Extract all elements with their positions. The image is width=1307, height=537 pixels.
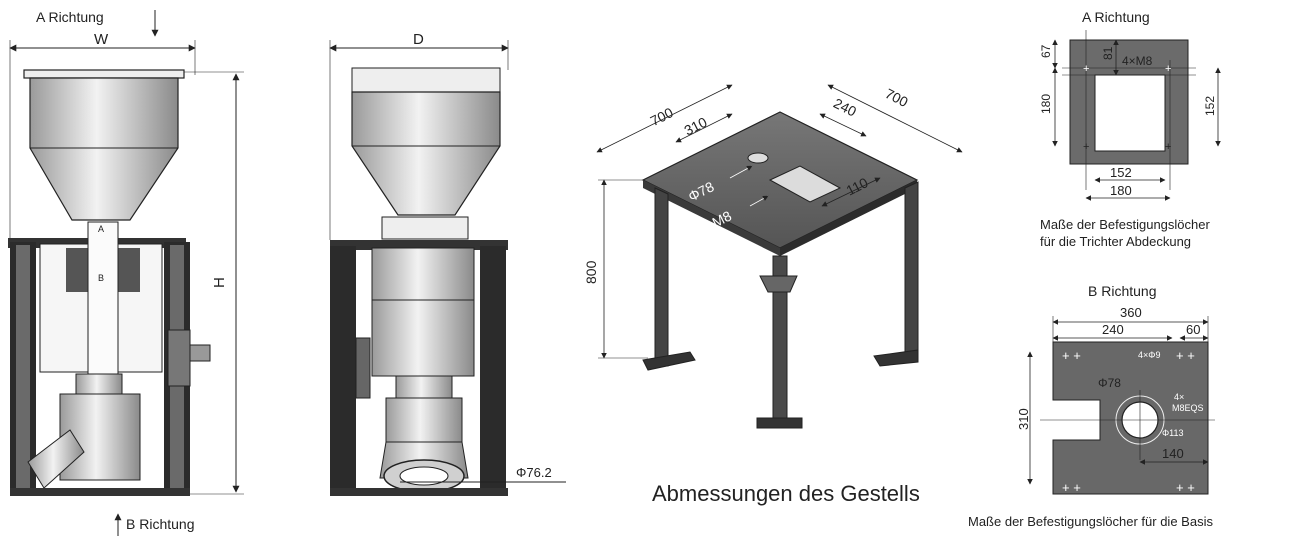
- a-caption-line1: Maße der Befestigungslöcher: [1040, 217, 1210, 232]
- a-dim-152-bottom: 152: [1110, 165, 1132, 180]
- b-thread-line2: M8EQS: [1172, 403, 1204, 413]
- width-label: W: [94, 31, 109, 48]
- outlet-diameter-label: Φ76.2: [516, 465, 552, 480]
- svg-text:+: +: [1083, 141, 1089, 153]
- svg-text:+ +: + +: [1062, 480, 1081, 495]
- svg-text:+ +: + +: [1176, 480, 1195, 495]
- a-holes: 4×M8: [1122, 54, 1153, 68]
- svg-text:+ +: + +: [1176, 348, 1195, 363]
- a-dim-180-bottom: 180: [1110, 183, 1132, 198]
- b-detail-title: B Richtung: [1088, 283, 1156, 299]
- stand-width-right: 700: [883, 85, 911, 110]
- height-label: H: [211, 277, 228, 288]
- b-caption: Maße der Befestigungslöcher für die Basi…: [968, 514, 1213, 529]
- stand-hole-offset: 310: [681, 114, 709, 139]
- b-pcd: Φ113: [1162, 428, 1184, 438]
- stand-caption: Abmessungen des Gestells: [652, 481, 920, 506]
- b-holes-small: 4×Φ9: [1138, 350, 1160, 360]
- svg-text:+: +: [1165, 141, 1171, 153]
- depth-label: D: [413, 31, 424, 48]
- b-dim-60: 60: [1186, 322, 1200, 337]
- stand-thread: M8: [709, 207, 734, 230]
- svg-text:+ +: + +: [1062, 348, 1081, 363]
- stand-drawing: [596, 84, 963, 429]
- a-dim-81: 81: [1101, 46, 1115, 60]
- b-direction-label: B Richtung: [126, 516, 194, 532]
- b-dim-310: 310: [1016, 408, 1031, 430]
- a-caption-line2: für die Trichter Abdeckung: [1040, 234, 1191, 249]
- b-dim-140: 140: [1162, 446, 1184, 461]
- b-thread-line1: 4×: [1174, 392, 1184, 402]
- a-direction-label: A Richtung: [36, 9, 104, 25]
- b-dim-240: 240: [1102, 322, 1124, 337]
- section-a-label: A: [98, 224, 104, 234]
- stand-height: 800: [583, 260, 599, 284]
- front-view: [8, 10, 244, 536]
- svg-text:+: +: [1165, 63, 1171, 75]
- a-dim-152-right: 152: [1203, 96, 1217, 116]
- a-detail-drawing: + + + +: [1052, 30, 1221, 201]
- b-hole-diameter: Φ78: [1098, 376, 1121, 390]
- a-dim-180-left: 180: [1039, 94, 1053, 114]
- stand-width-left: 700: [648, 104, 676, 129]
- b-detail-drawing: + + + + + + + +: [1027, 316, 1215, 495]
- section-b-label: B: [98, 273, 104, 283]
- b-dim-360: 360: [1120, 305, 1142, 320]
- a-dim-67: 67: [1039, 44, 1053, 58]
- side-view: [329, 40, 566, 496]
- a-detail-title: A Richtung: [1082, 9, 1150, 25]
- svg-text:+: +: [1083, 63, 1089, 75]
